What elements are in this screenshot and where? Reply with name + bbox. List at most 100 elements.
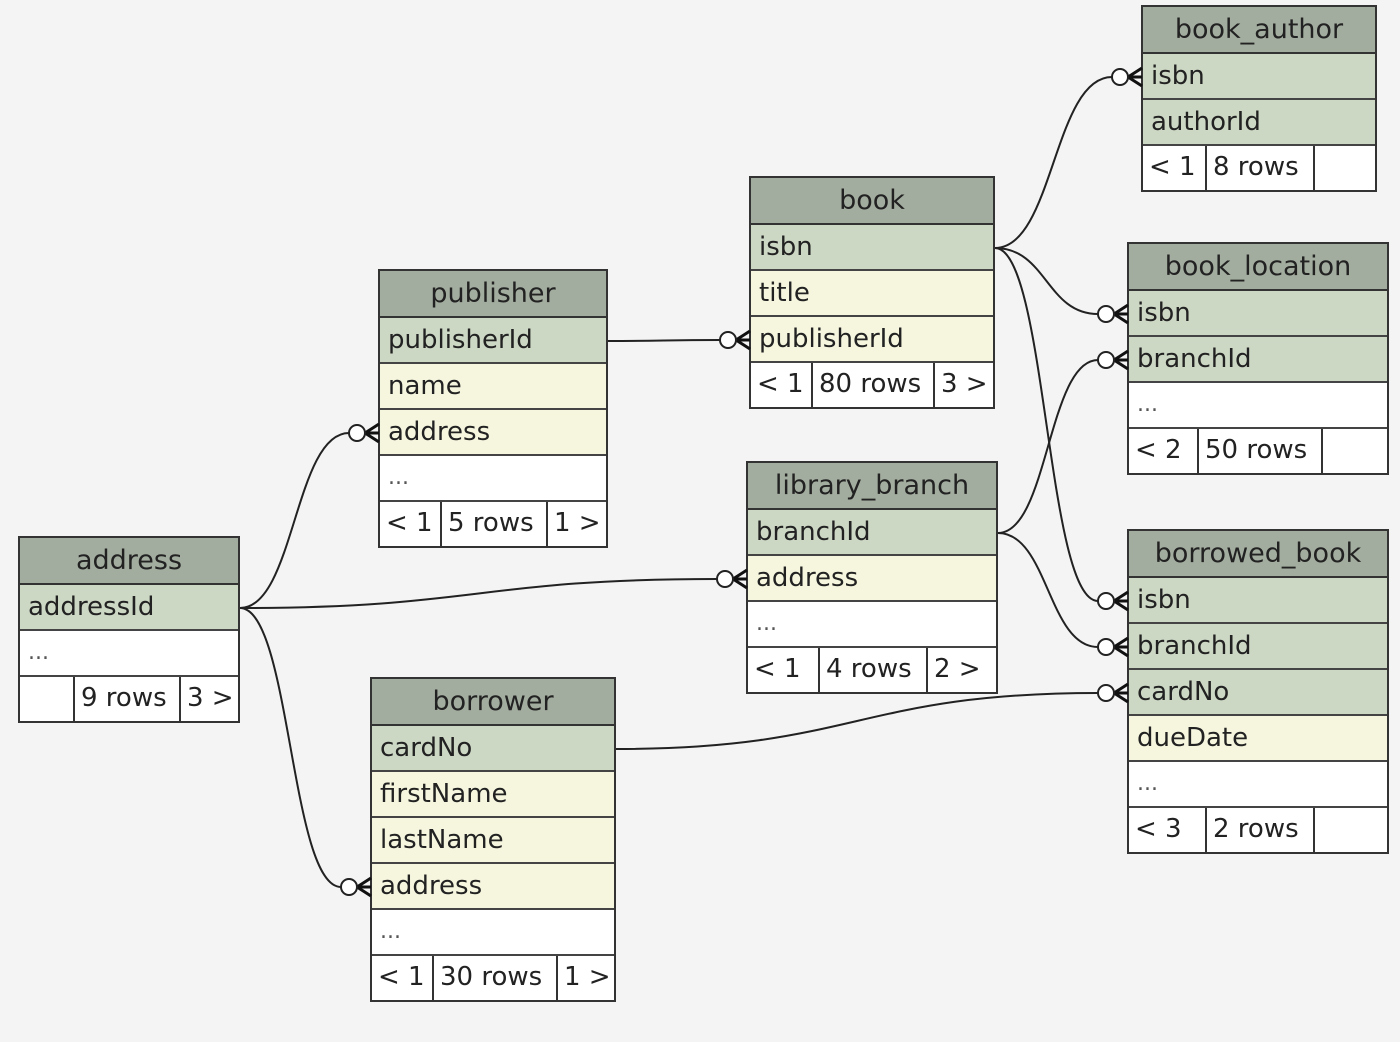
column-publisherId[interactable]: publisherId [751,317,993,363]
more-columns[interactable]: ... [380,456,606,502]
column-dueDate[interactable]: dueDate [1129,716,1387,762]
relationship-line [997,532,1099,648]
table-header[interactable]: library_branch [748,463,996,510]
column-isbn[interactable]: isbn [1129,578,1387,624]
optional-circle-icon [348,424,366,442]
relationship-line [239,578,718,609]
column-publisherId[interactable]: publisherId [380,318,606,364]
crows-foot-icon [1113,636,1129,658]
table-footer: < 2 50 rows [1129,429,1387,473]
column-name[interactable]: name [380,364,606,410]
more-columns[interactable]: ... [372,910,614,956]
crows-foot-icon [1113,682,1129,704]
table-header[interactable]: address [20,538,238,585]
relationship-line [607,339,721,342]
table-book-author[interactable]: book_author isbn authorId < 1 8 rows [1141,5,1377,192]
row-count: 50 rows [1199,429,1323,473]
table-borrowed-book[interactable]: borrowed_book isbn branchId cardNo dueDa… [1127,529,1389,854]
table-header[interactable]: book [751,178,993,225]
optional-circle-icon [1097,684,1115,702]
column-cardNo[interactable]: cardNo [1129,670,1387,716]
next-page-button[interactable]: 1 > [564,962,611,992]
row-count: 9 rows [75,677,181,721]
prev-page-button[interactable]: < 1 [1143,146,1207,190]
prev-page-button[interactable]: < 2 [1129,429,1199,473]
relationship-line [615,692,1099,750]
column-branchId[interactable]: branchId [1129,624,1387,670]
row-count: 8 rows [1207,146,1315,190]
relationship-line [239,432,350,609]
optional-circle-icon [340,878,358,896]
column-address[interactable]: address [380,410,606,456]
prev-page-button[interactable] [20,677,75,721]
table-book[interactable]: book isbn title publisherId < 1 80 rows … [749,176,995,409]
more-columns[interactable]: ... [1129,762,1387,808]
more-columns[interactable]: ... [748,602,996,648]
table-borrower[interactable]: borrower cardNo firstName lastName addre… [370,677,616,1002]
table-footer: 9 rows 3 > [20,677,238,721]
table-header[interactable]: borrowed_book [1129,531,1387,578]
row-count: 80 rows [813,363,935,407]
table-header[interactable]: publisher [380,271,606,318]
crows-foot-icon [1113,590,1129,612]
crows-foot-icon [1127,66,1143,88]
table-header[interactable]: borrower [372,679,614,726]
optional-circle-icon [716,570,734,588]
optional-circle-icon [1097,592,1115,610]
next-page-button[interactable]: 1 > [554,508,601,538]
column-branchId[interactable]: branchId [748,510,996,556]
table-address[interactable]: address addressId ... 9 rows 3 > [18,536,240,723]
table-library-branch[interactable]: library_branch branchId address ... < 1 … [746,461,998,694]
table-publisher[interactable]: publisher publisherId name address ... <… [378,269,608,548]
column-isbn[interactable]: isbn [751,225,993,271]
next-page-button[interactable]: 3 > [187,683,234,713]
table-footer: < 1 4 rows 2 > [748,648,996,692]
optional-circle-icon [1097,305,1115,323]
crows-foot-icon [1113,349,1129,371]
crows-foot-icon [735,329,751,351]
column-firstName[interactable]: firstName [372,772,614,818]
optional-circle-icon [1111,68,1129,86]
column-address[interactable]: address [372,864,614,910]
next-page-button[interactable]: 2 > [934,654,981,684]
relationship-line [239,607,342,888]
table-header[interactable]: book_author [1143,7,1375,54]
relationship-line [994,76,1113,249]
more-columns[interactable]: ... [1129,383,1387,429]
optional-circle-icon [1097,638,1115,656]
table-footer: < 1 30 rows 1 > [372,956,614,1000]
prev-page-button[interactable]: < 3 [1129,808,1207,852]
crows-foot-icon [364,422,380,444]
row-count: 30 rows [434,956,558,1000]
crows-foot-icon [732,568,748,590]
relationship-line [994,247,1099,602]
column-isbn[interactable]: isbn [1143,54,1375,100]
table-header[interactable]: book_location [1129,244,1387,291]
prev-page-button[interactable]: < 1 [380,502,442,546]
next-page-button[interactable]: 3 > [941,369,988,399]
table-footer: < 1 80 rows 3 > [751,363,993,407]
prev-page-button[interactable]: < 1 [748,648,820,692]
more-columns[interactable]: ... [20,631,238,677]
column-address[interactable]: address [748,556,996,602]
prev-page-button[interactable]: < 1 [372,956,434,1000]
column-cardNo[interactable]: cardNo [372,726,614,772]
optional-circle-icon [1097,351,1115,369]
row-count: 2 rows [1207,808,1315,852]
crows-foot-icon [356,876,372,898]
column-branchId[interactable]: branchId [1129,337,1387,383]
column-authorId[interactable]: authorId [1143,100,1375,146]
prev-page-button[interactable]: < 1 [751,363,813,407]
column-addressId[interactable]: addressId [20,585,238,631]
column-lastName[interactable]: lastName [372,818,614,864]
row-count: 4 rows [820,648,928,692]
crows-foot-icon [1113,303,1129,325]
column-title[interactable]: title [751,271,993,317]
column-isbn[interactable]: isbn [1129,291,1387,337]
table-footer: < 1 8 rows [1143,146,1375,190]
optional-circle-icon [719,331,737,349]
table-footer: < 1 5 rows 1 > [380,502,606,546]
relationship-line [997,359,1099,534]
relationship-line [994,247,1099,315]
